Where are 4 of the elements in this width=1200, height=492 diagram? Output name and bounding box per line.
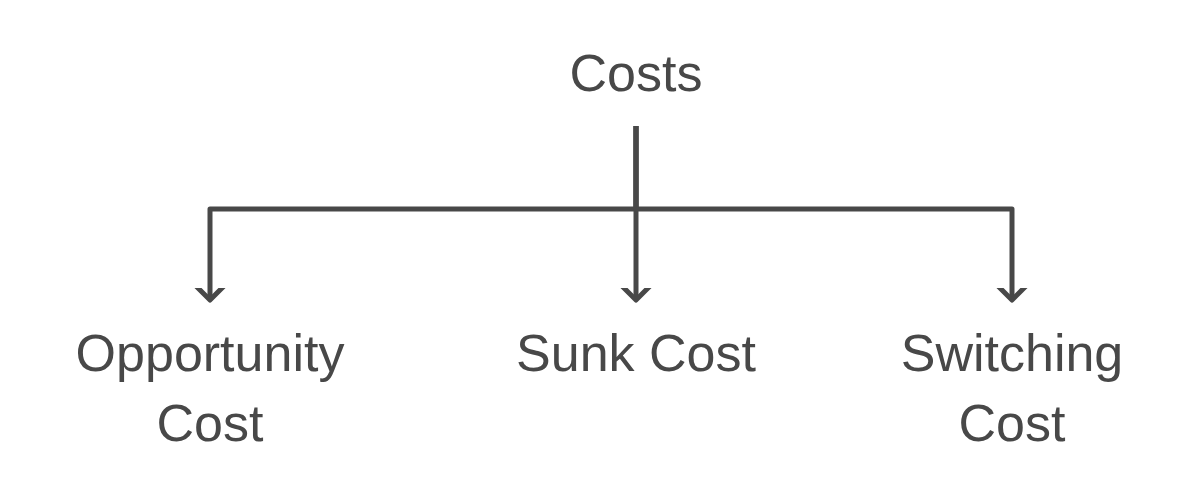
root-label: Costs bbox=[569, 38, 703, 108]
branch-label: Sunk Cost bbox=[516, 318, 756, 388]
branch-label: Opportunity Cost bbox=[45, 318, 375, 458]
branch-label: Switching Cost bbox=[900, 318, 1124, 458]
